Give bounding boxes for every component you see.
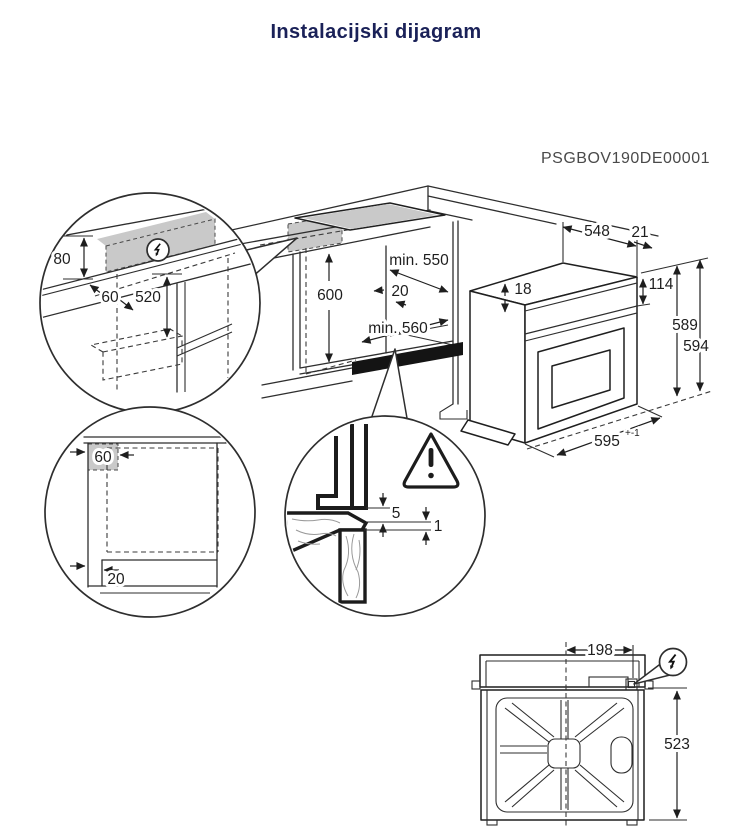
oven-view: 548 21 18 114 589 594 595 +-1 xyxy=(460,220,712,458)
dim-niche-width: min. 560 xyxy=(368,320,428,337)
oven-foot xyxy=(460,419,516,446)
oven-envelope-dashed xyxy=(89,328,183,381)
dim-niche-height: 600 xyxy=(317,287,343,304)
detail-electrical-view: 80 60 520 xyxy=(39,192,298,414)
model-code: PSGBOV190DE00001 xyxy=(541,150,710,167)
dim-oven-depth: 548 xyxy=(584,223,610,240)
hob-cutout xyxy=(303,204,437,229)
dim-counter-gap: 5 xyxy=(392,505,401,522)
dim-panel-gap: 1 xyxy=(434,518,443,535)
dim-front-offset: 60 xyxy=(101,289,119,306)
warning-icon xyxy=(402,432,460,489)
dim-connection-drop: 523 xyxy=(664,736,690,753)
rear-electrical-zone xyxy=(87,443,119,471)
back-panel-ribs xyxy=(500,700,625,810)
back-panel xyxy=(480,689,645,821)
dim-width-tolerance: +-1 xyxy=(625,428,640,439)
dim-plinth-recess: 20 xyxy=(107,571,125,588)
dim-front-height: 594 xyxy=(683,338,709,355)
dim-front-width: 595 xyxy=(594,433,620,450)
dim-body-height: 589 xyxy=(672,317,698,334)
dim-connection-offset: 198 xyxy=(587,642,613,659)
oven-side xyxy=(469,290,526,444)
dim-wall-strip: 80 xyxy=(53,251,71,268)
back-center-plate xyxy=(547,738,581,769)
back-top-section xyxy=(479,654,646,688)
oven-envelope-dashed-side xyxy=(106,447,219,553)
dim-panel-height: 114 xyxy=(649,276,674,293)
detail-clearance-view: 5 1 xyxy=(284,348,486,617)
dim-rear-clearance: 21 xyxy=(631,224,648,241)
oven-back-view: 198 523 xyxy=(471,639,693,827)
detail-side-view: 60 20 xyxy=(44,406,256,618)
back-side-bulge xyxy=(610,736,633,774)
dim-connection-height: 520 xyxy=(135,289,161,306)
dim-top-clearance: 18 xyxy=(514,281,531,298)
dim-rear-zone: 60 xyxy=(94,449,112,466)
dim-rear-gap: 20 xyxy=(391,283,409,300)
plinth-vent-strip xyxy=(352,342,463,375)
page-title: Instalacijski dijagram xyxy=(270,21,481,43)
dim-niche-depth: min. 550 xyxy=(389,252,449,269)
oven-door-window xyxy=(551,349,611,409)
